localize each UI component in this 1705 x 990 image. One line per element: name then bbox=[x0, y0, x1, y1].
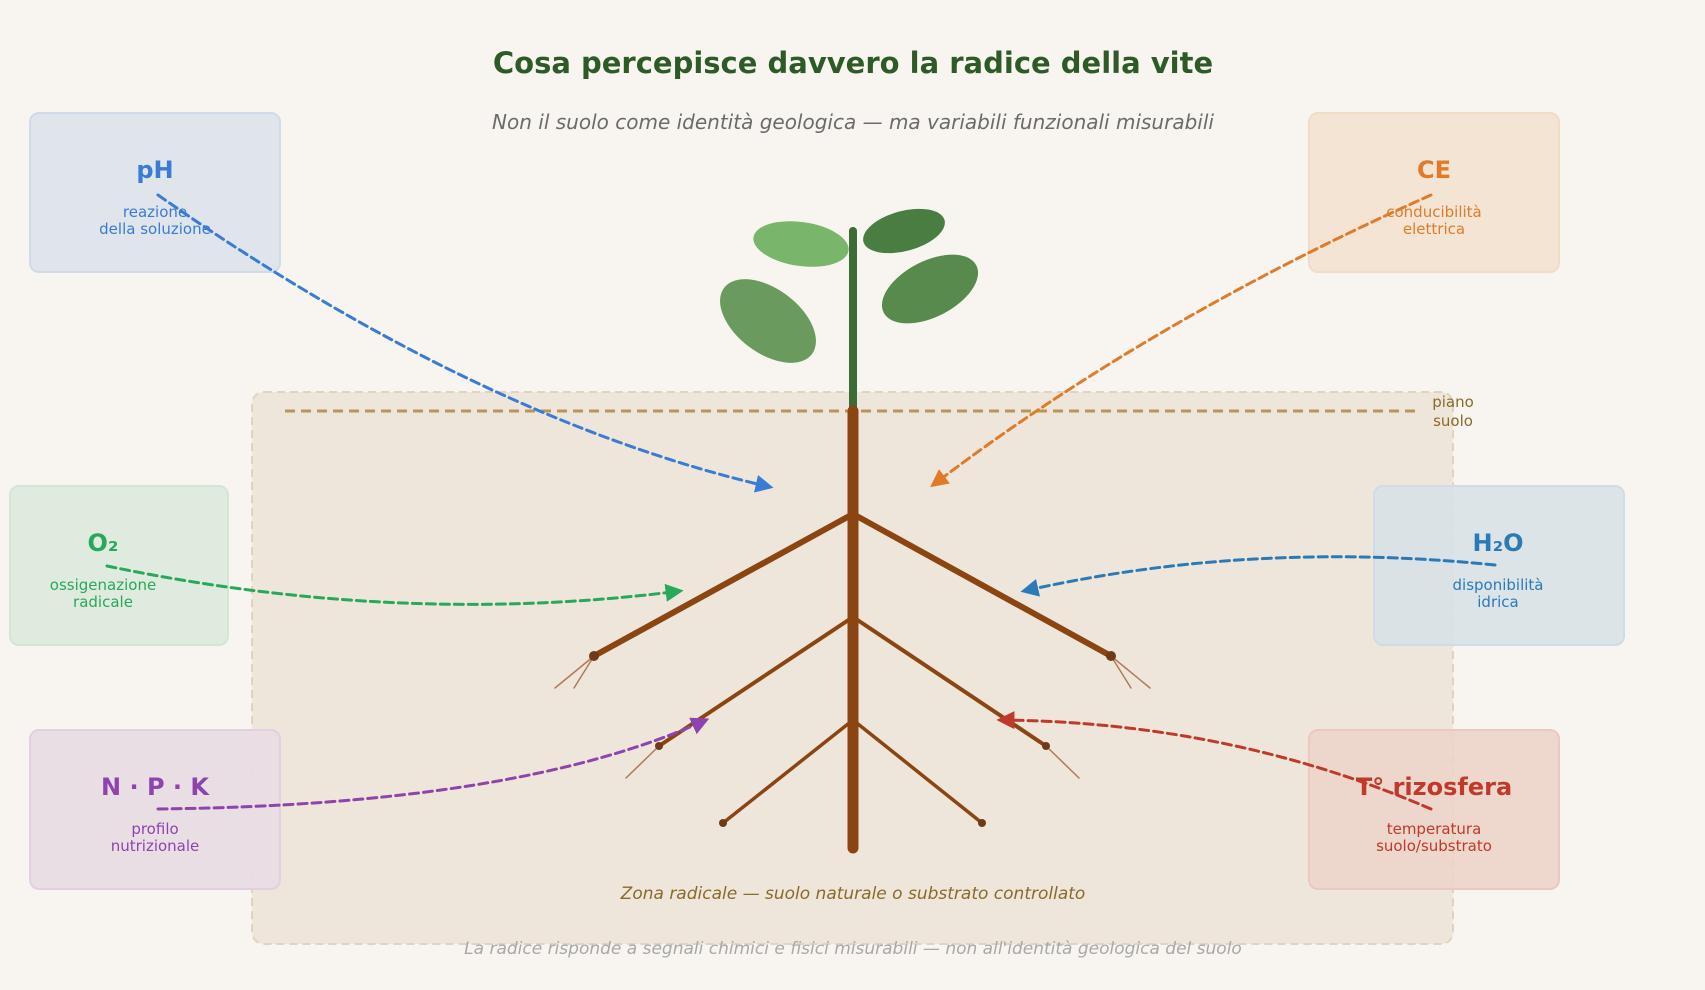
leaf-right-upper bbox=[863, 208, 945, 254]
factor-ph-title: pH bbox=[136, 156, 173, 184]
factor-ce-title: CE bbox=[1417, 156, 1451, 184]
arrow-ce bbox=[930, 193, 1433, 488]
root-lower-right bbox=[851, 718, 984, 825]
factor-npk-desc-line2: nutrizionale bbox=[111, 837, 200, 855]
root-tips bbox=[589, 651, 1116, 827]
factor-box-ce: CE conducibilità elettrica bbox=[1308, 112, 1560, 273]
factor-ph-desc-line2: della soluzione bbox=[99, 220, 211, 238]
factor-o2-desc-line1: ossigenazione bbox=[50, 576, 156, 594]
factor-box-temp: T° rizosfera temperatura suolo/substrato bbox=[1308, 729, 1560, 890]
factor-npk-desc-line1: profilo bbox=[131, 820, 178, 838]
footer-caption: La radice risponde a segnali chimici e f… bbox=[464, 939, 1242, 959]
arrow-o2 bbox=[105, 564, 684, 606]
root-lower-left bbox=[721, 718, 855, 825]
factor-temp-desc-line2: suolo/substrato bbox=[1376, 837, 1492, 855]
arrow-temp bbox=[996, 711, 1433, 811]
factor-temp-desc-line1: temperatura bbox=[1387, 820, 1482, 838]
leaf-left-lower bbox=[720, 279, 816, 363]
arrow-ph bbox=[156, 193, 774, 493]
factor-ce-desc-line2: elettrica bbox=[1403, 220, 1465, 238]
factor-ce-desc-line1: conducibilità bbox=[1386, 203, 1481, 221]
arrow-npk bbox=[156, 717, 710, 811]
factor-temp-title: T° rizosfera bbox=[1356, 773, 1512, 801]
root-upper-left bbox=[591, 511, 856, 659]
factor-box-h2o: H₂O disponibilità idrica bbox=[1373, 485, 1625, 646]
factor-box-o2: O₂ ossigenazione radicale bbox=[9, 485, 229, 646]
arrow-h2o bbox=[1020, 555, 1497, 597]
factor-o2-title: O₂ bbox=[88, 529, 119, 557]
ground-label-line1: piano bbox=[1432, 393, 1474, 411]
leaf-left-upper bbox=[753, 221, 849, 267]
factor-h2o-title: H₂O bbox=[1473, 529, 1524, 557]
root-upper-right bbox=[850, 511, 1114, 659]
signal-arrows bbox=[105, 193, 1497, 811]
ground-label-line2: suolo bbox=[1433, 412, 1473, 430]
root-hairs bbox=[554, 655, 1151, 779]
factor-box-npk: N · P · K profilo nutrizionale bbox=[29, 729, 281, 890]
factor-h2o-desc-line1: disponibilità bbox=[1453, 576, 1544, 594]
page-title: Cosa percepisce davvero la radice della … bbox=[493, 46, 1213, 80]
root-system bbox=[554, 405, 1151, 854]
factor-h2o-desc-line2: idrica bbox=[1477, 593, 1518, 611]
page-subtitle: Non il suolo come identità geologica — m… bbox=[492, 110, 1214, 134]
vine-shoot bbox=[720, 208, 979, 415]
root-zone-label: Zona radicale — suolo naturale o substra… bbox=[620, 884, 1086, 904]
factor-o2-desc-line2: radicale bbox=[73, 593, 133, 611]
leaf-right-lower bbox=[881, 254, 979, 324]
factor-npk-title: N · P · K bbox=[101, 773, 210, 801]
factor-ph-desc-line1: reazione bbox=[123, 203, 187, 221]
factor-box-ph: pH reazione della soluzione bbox=[29, 112, 281, 273]
